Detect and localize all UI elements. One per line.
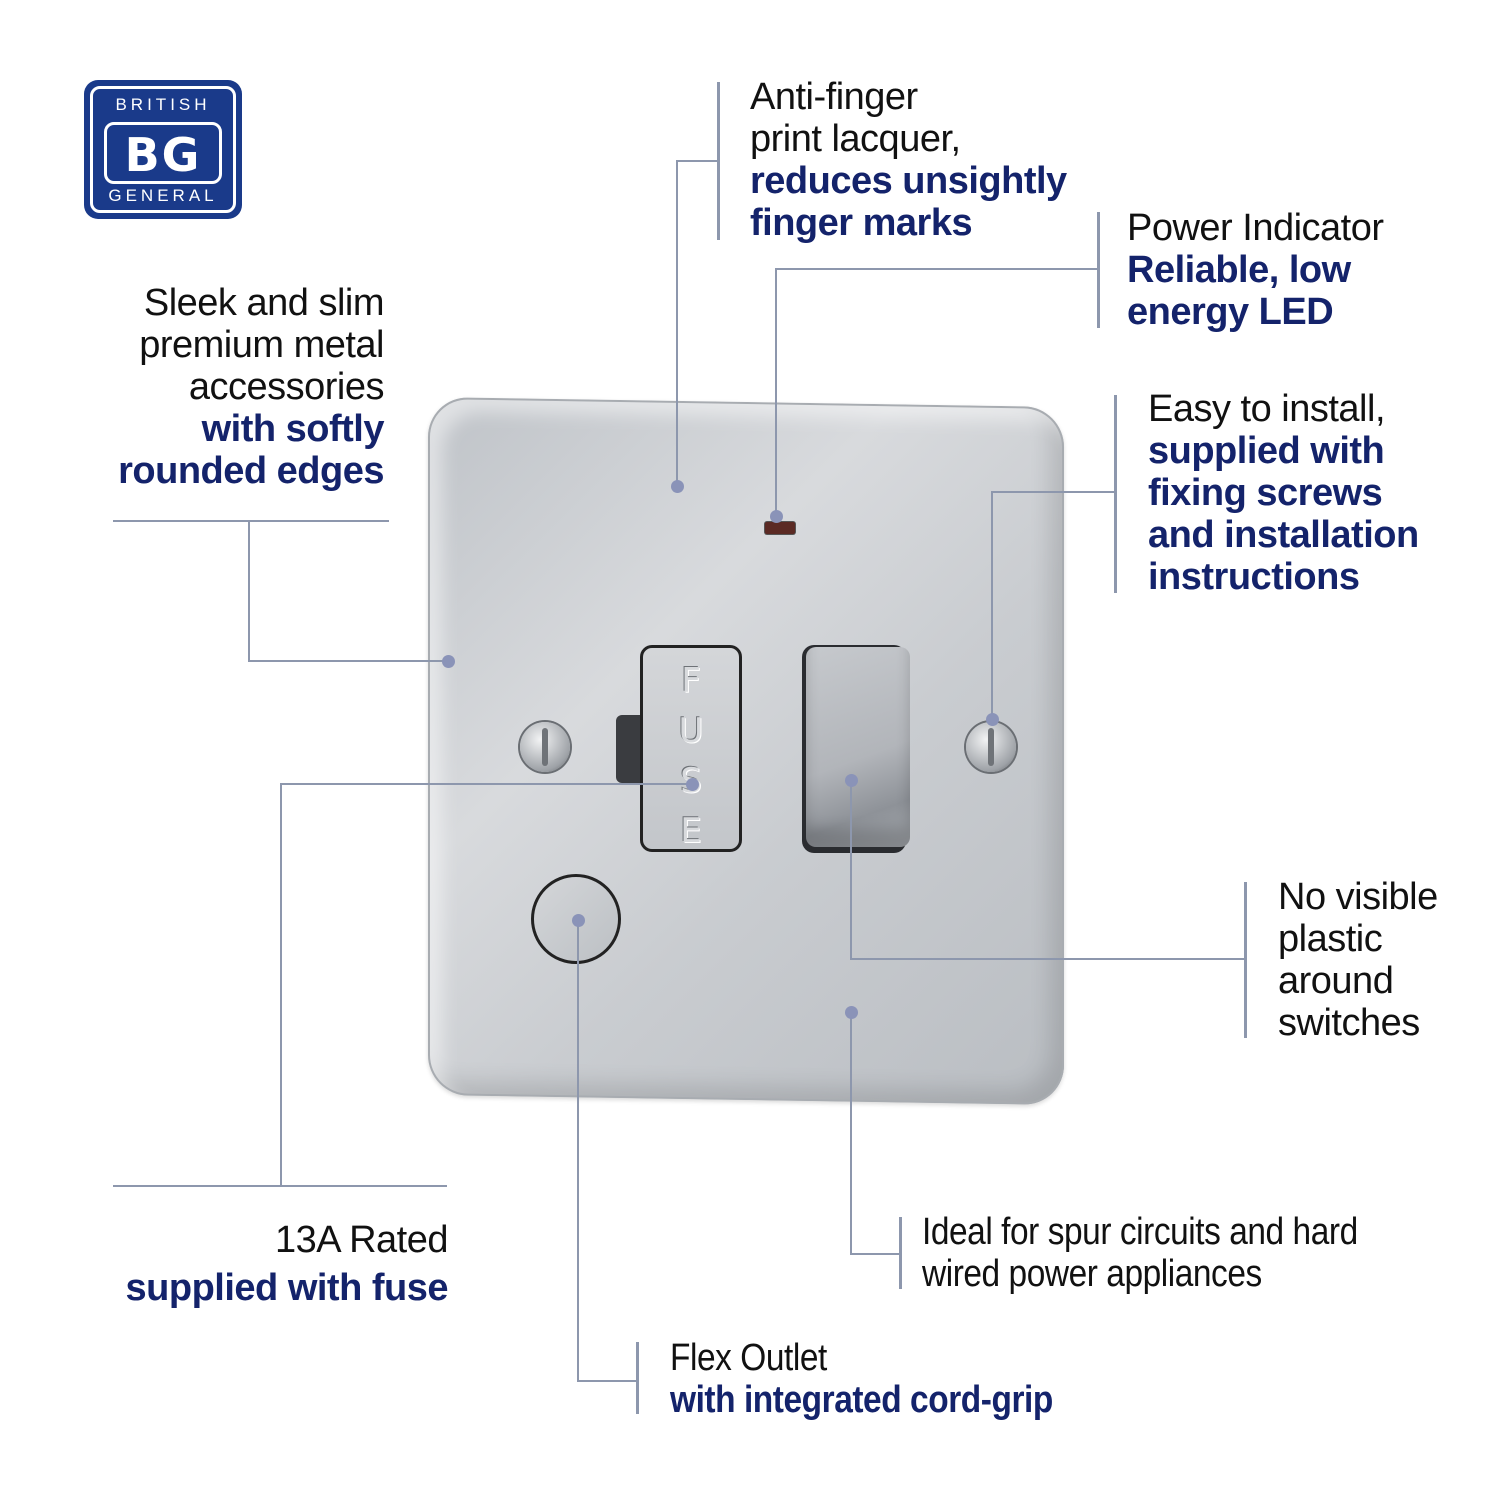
fuse-carrier-tab: [616, 715, 644, 783]
callout-dot: [671, 480, 684, 493]
leader-line: [280, 783, 282, 1186]
fuse-label: F U S E: [643, 656, 739, 856]
callout-13a-rated: 13A Rated supplied with fuse: [60, 1216, 449, 1312]
leader-line: [850, 958, 1245, 960]
callout-text: wired power appliances: [922, 1253, 1262, 1295]
callout-text: switches: [1278, 1002, 1420, 1044]
callout-text: accessories: [188, 366, 385, 408]
callout-flex-outlet: Flex Outlet with integrated cord-grip: [670, 1337, 1053, 1421]
callout-text: premium metal: [139, 324, 384, 366]
callout-highlight: reduces unsightly: [750, 160, 1067, 202]
leader-line: [636, 1342, 639, 1414]
leader-line: [775, 268, 1098, 270]
rocker-switch: [806, 647, 910, 847]
leader-line: [850, 1253, 900, 1255]
fuse-letter: E: [680, 811, 702, 851]
callout-text: Flex Outlet: [670, 1337, 827, 1379]
callout-dot: [572, 914, 585, 927]
power-indicator-led: [765, 522, 795, 534]
callout-easy-install: Easy to install, supplied with fixing sc…: [1148, 388, 1419, 598]
callout-text: print lacquer,: [750, 118, 961, 160]
leader-line: [991, 491, 993, 719]
logo-mark-box: BG: [104, 122, 222, 184]
fuse-letter: F: [681, 661, 701, 701]
callout-highlight: energy LED: [1127, 291, 1334, 333]
screw-icon: [520, 722, 570, 772]
callout-highlight: and installation: [1148, 514, 1419, 556]
leader-line: [1114, 395, 1117, 593]
leader-line: [775, 268, 777, 516]
fuse-carrier: F U S E: [640, 645, 742, 852]
callout-highlight: supplied with fuse: [125, 1267, 449, 1309]
leader-line: [717, 82, 720, 240]
callout-highlight: instructions: [1148, 556, 1360, 598]
logo-border: BRITISH BG GENERAL: [90, 86, 236, 213]
callout-text: Anti-finger: [750, 76, 918, 118]
fuse-letter: U: [678, 711, 704, 751]
callout-dot: [845, 1006, 858, 1019]
callout-dot: [845, 774, 858, 787]
callout-anti-finger: Anti-finger print lacquer, reduces unsig…: [750, 76, 1067, 244]
callout-text: No visible: [1278, 876, 1438, 918]
callout-highlight: supplied with: [1148, 430, 1385, 472]
callout-dot: [442, 655, 455, 668]
leader-line: [1097, 212, 1100, 328]
callout-dot: [770, 510, 783, 523]
leader-line: [577, 1380, 637, 1382]
callout-text: Sleek and slim: [143, 282, 385, 324]
leader-line: [280, 783, 692, 785]
callout-power-indicator: Power Indicator Reliable, low energy LED: [1127, 207, 1384, 333]
callout-text: Easy to install,: [1148, 388, 1385, 430]
logo-bottom-text: GENERAL: [108, 186, 218, 205]
callout-highlight: finger marks: [750, 202, 973, 244]
callout-no-plastic: No visible plastic around switches: [1278, 876, 1438, 1044]
leader-line: [248, 660, 448, 662]
callout-dot: [986, 713, 999, 726]
leader-line: [850, 1012, 852, 1254]
callout-highlight: rounded edges: [118, 450, 384, 492]
callout-highlight: with softly: [201, 408, 385, 450]
leader-line: [113, 1185, 447, 1187]
leader-line: [577, 920, 579, 1381]
callout-text: Ideal for spur circuits and hard: [922, 1211, 1358, 1253]
logo-top-text: BRITISH: [115, 95, 211, 114]
callout-sleek: Sleek and slim premium metal accessories…: [80, 282, 384, 492]
leader-line: [1244, 882, 1247, 1038]
callout-highlight: Reliable, low: [1127, 249, 1351, 291]
callout-dot: [686, 778, 699, 791]
leader-line: [899, 1217, 902, 1289]
callout-text: Power Indicator: [1127, 207, 1384, 249]
leader-line: [113, 520, 389, 522]
callout-spur-circuits: Ideal for spur circuits and hard wired p…: [922, 1211, 1358, 1295]
british-general-logo: BRITISH BG GENERAL: [84, 80, 242, 219]
callout-text: 13A Rated: [275, 1219, 448, 1261]
callout-highlight: fixing screws: [1148, 472, 1383, 514]
leader-line: [850, 780, 852, 959]
callout-highlight: with integrated cord-grip: [670, 1379, 1053, 1421]
screw-icon: [966, 722, 1016, 772]
leader-line: [248, 520, 250, 662]
leader-line: [991, 491, 1115, 493]
leader-line: [676, 160, 678, 486]
leader-line: [676, 160, 718, 162]
logo-mark: BG: [124, 128, 202, 182]
callout-text: plastic: [1278, 918, 1383, 960]
callout-text: around: [1278, 960, 1394, 1002]
